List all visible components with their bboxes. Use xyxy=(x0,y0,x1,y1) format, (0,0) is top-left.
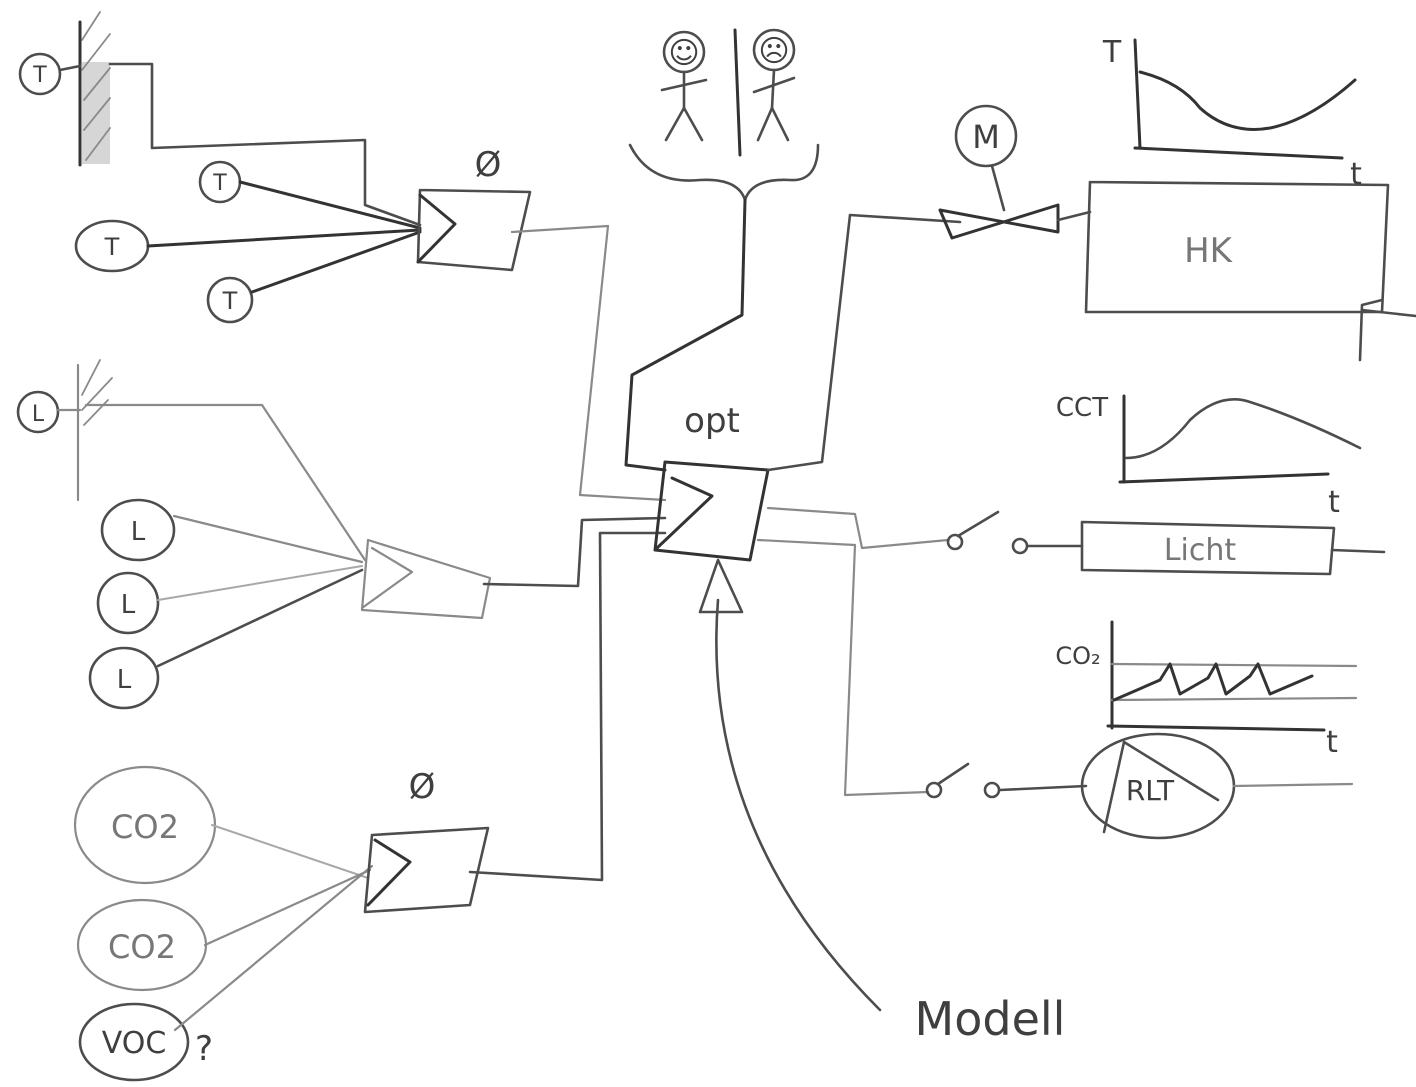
model-input-arrow xyxy=(700,560,742,612)
plot-x-label: t xyxy=(1326,725,1338,760)
wire-temp-to-opt xyxy=(512,226,665,500)
temperature-plot: T t xyxy=(1102,35,1362,192)
light-sensor-group: L L L L xyxy=(18,360,365,708)
plot-y-label: T xyxy=(1102,35,1122,70)
light-branch: Licht xyxy=(768,508,1384,574)
sensor-label: L xyxy=(131,517,146,547)
sensor-label: CO2 xyxy=(108,928,176,966)
sensor-label: L xyxy=(117,665,132,695)
light-switch-lever xyxy=(958,512,998,536)
plot-y-label: CO₂ xyxy=(1055,642,1100,670)
cct-plot: CCT t xyxy=(1056,393,1360,520)
wire-wall-light xyxy=(86,405,365,560)
plot-x-label: t xyxy=(1328,485,1340,520)
sad-face-icon: ☹ xyxy=(758,34,789,69)
air-sensor-group: CO2 CO2 VOC ? xyxy=(75,767,372,1080)
wire-light-to-opt xyxy=(484,518,665,586)
motor-label: M xyxy=(972,118,1000,156)
wire-opt-to-vent-switch xyxy=(758,540,928,795)
happy-face-icon: ☺ xyxy=(668,36,699,71)
light-label: Licht xyxy=(1164,533,1237,568)
heater-box xyxy=(1086,182,1388,312)
air-aggregator: Ø xyxy=(365,533,665,912)
wire-wall-temp xyxy=(110,64,420,225)
co2-curve xyxy=(1114,664,1312,700)
sensor-label: VOC xyxy=(102,1026,167,1061)
sensor-label: T xyxy=(32,63,47,88)
sensor-label: T xyxy=(222,287,238,315)
wall-hatch-mid xyxy=(78,360,112,500)
wire-opt-to-valve xyxy=(768,215,960,470)
ventilation-label: RLT xyxy=(1126,774,1175,807)
null-mark: Ø xyxy=(409,767,436,807)
cct-curve xyxy=(1126,399,1360,458)
model-input-line xyxy=(716,600,880,1010)
temperature-sensor-group: T T T T xyxy=(20,12,420,322)
sensor-label: CO2 xyxy=(111,808,179,846)
sensor-label: L xyxy=(32,402,45,427)
optimizer-block: opt Modell xyxy=(655,401,1065,1046)
wall-hatch-top xyxy=(80,12,110,165)
sensor-label: T xyxy=(212,171,227,196)
model-label: Modell xyxy=(915,992,1066,1046)
plot-y-label: CCT xyxy=(1056,393,1108,423)
co2-plot: CO₂ t xyxy=(1055,622,1356,760)
temperature-curve xyxy=(1140,72,1355,129)
sensor-label: L xyxy=(121,590,136,620)
ventilation-branch: RLT xyxy=(758,540,1352,838)
optimizer-label: opt xyxy=(684,401,740,441)
voc-question-mark: ? xyxy=(195,1029,213,1069)
user-brace xyxy=(630,145,818,200)
sensor-label: T xyxy=(104,233,120,261)
heater-label: HK xyxy=(1184,231,1234,271)
null-mark: Ø xyxy=(475,145,502,185)
vent-switch-lever xyxy=(938,764,968,784)
plot-x-label: t xyxy=(1350,157,1362,192)
